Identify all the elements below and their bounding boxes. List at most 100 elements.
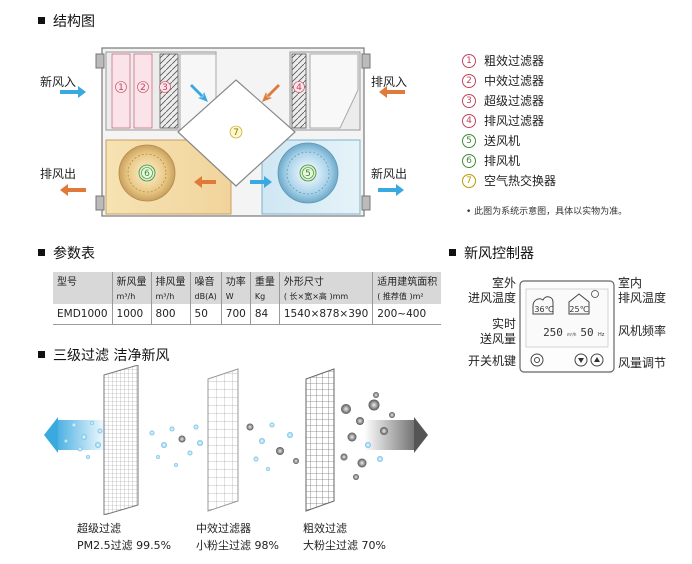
super-filter-panel [103,365,139,515]
label-outdoor-temp: 室外 进风温度 [467,276,516,305]
structure-title: 结构图 [38,11,95,31]
table-unit: m³/h [151,289,191,304]
fan-down-button[interactable] [574,353,588,367]
table-unit: m³/h [112,289,152,304]
table-cell: 700 [221,304,251,325]
medium-filter-panel [207,368,239,512]
marker-4 [293,81,305,93]
table-unit-row: m³/h m³/h dB(A) W Kg ( 长×宽×高 )mm ( 推荐值 )… [53,289,442,304]
power-icon [534,357,540,363]
filter-stage-coarse: 粗效过滤 大粉尘过滤 70% [303,522,386,552]
label-fresh-out: 新风出 [371,167,408,181]
table-unit [53,289,113,304]
power-button[interactable] [530,353,544,367]
label-exhaust-in: 排风入 [371,75,408,89]
cloud-icon [532,296,554,315]
params-title: 参数表 [38,243,95,263]
display-outdoor-temp: 36℃ [534,305,553,314]
svg-text:3: 3 [162,83,168,93]
flange [95,195,105,211]
svg-text:5: 5 [305,169,311,179]
legend-number: 4 [462,113,476,128]
table-cell: 50 [190,304,222,325]
table-unit: dB(A) [190,289,222,304]
filtration-illustration [44,365,428,515]
exhaust-out-arrow-icon [60,184,86,196]
table-header: 外形尺寸 [279,272,374,289]
mid-particles [149,424,203,467]
label-exhaust-out: 排风出 [40,167,77,181]
legend-item: 5 送风机 [462,132,520,149]
legend-label: 空气热交换器 [484,174,557,188]
flange [361,53,371,69]
table-header: 适用建筑面积 [372,272,442,289]
clean-particles [64,421,103,459]
legend-label: 送风机 [484,134,521,148]
svg-text:6: 6 [144,169,150,179]
legend-label: 超级过滤器 [484,94,545,108]
fresh-in-arrow-icon [60,86,86,98]
svg-text:2: 2 [140,83,146,93]
table-cell: 1000 [112,304,152,325]
marker-7 [229,125,243,139]
table-cell: EMD1000 [53,304,113,325]
flange [361,195,371,211]
table-unit: ( 推荐值 )m² [372,289,442,304]
display-airflow-unit: m³/h [567,332,577,337]
table-header-row: 型号 新风量 排风量 噪音 功率 重量 外形尺寸 适用建筑面积 [53,272,442,289]
legend-label: 粗效过滤器 [484,54,545,68]
table-header: 噪音 [190,272,222,289]
filter-stage-medium: 中效过滤器 小粉尘过滤 98% [196,522,279,552]
diagram-note: • 此图为系统示意图，具体以实物为准。 [466,207,628,217]
clean-air-arrow-icon [44,417,58,453]
table-unit: W [221,289,251,304]
svg-text:4: 4 [296,83,302,93]
label-indoor-temp: 室内 排风温度 [618,276,667,305]
marker-5 [302,167,314,179]
filter-stage-super: 超级过滤 PM2.5过滤 99.5% [77,522,172,552]
table-cell: 800 [151,304,191,325]
fan-up-button[interactable] [590,353,604,367]
triangle-up-icon [594,357,600,362]
label-fan-adjust: 风量调节 [618,356,667,370]
label-power-key: 开关机键 [467,354,516,368]
svg-text:1: 1 [118,83,124,93]
label-fresh-in: 新风入 [40,75,77,89]
table-header: 功率 [221,272,251,289]
table-cell: 1540×878×390 [279,304,374,325]
triangle-down-icon [578,358,584,363]
fan-small-icon [591,290,599,298]
label-fan-freq: 风机频率 [618,324,667,338]
table-unit: ( 长×宽×高 )mm [279,289,374,304]
dirty-particles-a [246,422,299,471]
table-header: 型号 [53,272,113,289]
internal-arrow-icon [190,84,208,102]
table-header: 新风量 [112,272,152,289]
internal-arrow-icon [194,176,216,188]
table-unit: Kg [250,289,280,304]
display-airflow: 250 [543,326,563,339]
display-frequency: 50 [580,326,593,339]
fresh-out-arrow-icon [378,184,404,196]
coarse-filter-panel [305,368,335,512]
legend-label: 排风机 [484,154,521,168]
legend-number: 2 [462,73,476,88]
exhaust-in-arrow-icon [379,86,405,98]
display-indoor-temp: 25℃ [569,305,588,314]
marker-3 [159,81,171,93]
internal-arrow-icon [250,176,272,188]
filtration-title: 三级过滤 洁净新风 [38,345,169,365]
structure-diagram: 1 2 3 4 5 6 7 [60,47,405,217]
controller-panel: 36℃ 25℃ 250 m³/h 50 Hz [519,280,615,373]
legend-number: 5 [462,133,476,148]
params-table: 型号 新风量 排风量 噪音 功率 重量 外形尺寸 适用建筑面积 m³/h m³/… [53,272,442,325]
house-icon [568,293,590,315]
legend-label: 中效过滤器 [484,74,545,88]
table-cell: 84 [250,304,280,325]
controller-title: 新风控制器 [449,243,534,263]
